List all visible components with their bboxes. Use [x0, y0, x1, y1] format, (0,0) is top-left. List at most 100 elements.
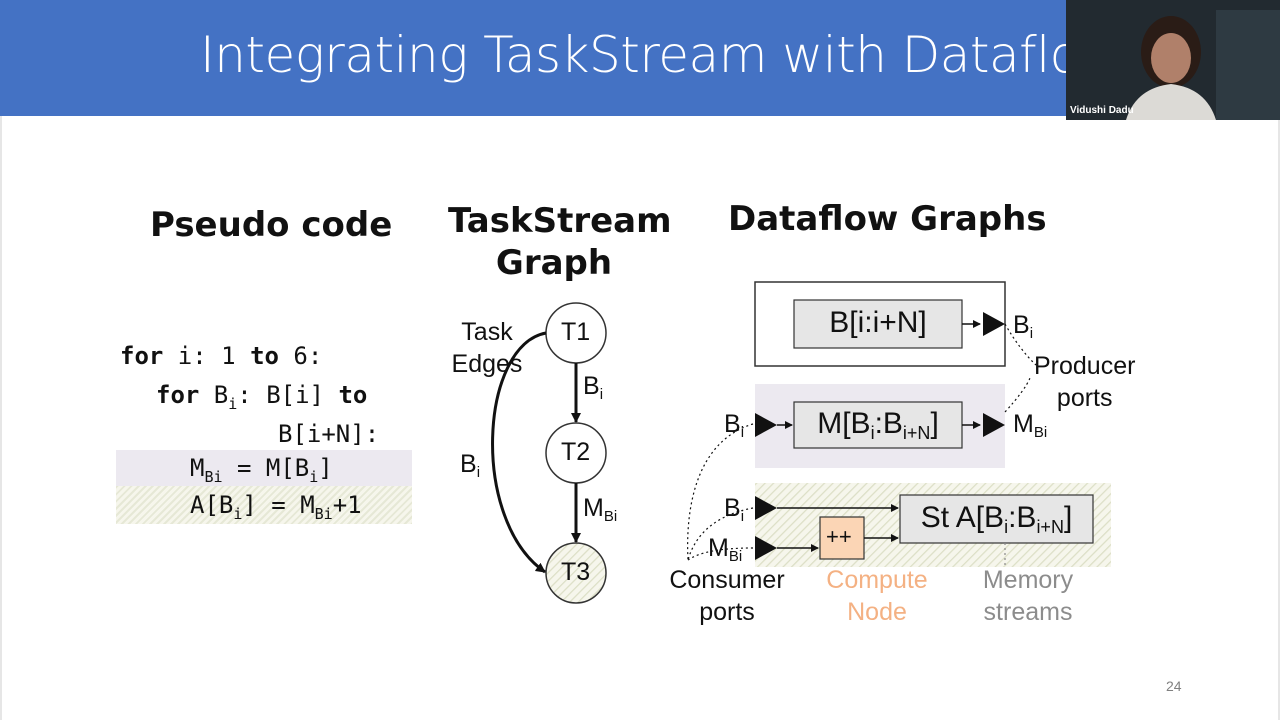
code-line-4: MBi = M[Bi] — [190, 454, 333, 486]
task-node-t2-label: T2 — [561, 438, 591, 466]
compute-node-callout: Compute Node — [812, 564, 942, 628]
label-base: B — [724, 494, 741, 522]
consumer-port-2 — [755, 413, 777, 437]
page-number: 24 — [1166, 678, 1182, 694]
label-base: B — [1013, 311, 1030, 339]
compute-node-box — [819, 516, 865, 560]
dataflow-heading: Dataflow Graphs — [728, 199, 1047, 239]
store-node-box — [899, 494, 1094, 544]
load-node-box — [793, 299, 963, 349]
presenter-name: Vidushi Dadu — [1070, 105, 1134, 116]
presenter-silhouette — [1066, 0, 1280, 120]
code-subscript: i — [233, 504, 243, 523]
label-sub: i — [1029, 325, 1034, 342]
compute-line1: Compute — [826, 566, 928, 594]
label-sub: i — [599, 386, 604, 403]
label-base: St A[B — [920, 501, 1005, 534]
consumer-callout-2 — [687, 507, 754, 561]
consumer-callout-3 — [687, 547, 754, 561]
label-base: B — [724, 410, 741, 438]
edge-t2-t3-label: MBi — [583, 494, 617, 525]
label-base: :B — [874, 407, 903, 440]
pseudo-code-heading: Pseudo code — [150, 205, 393, 245]
label-base: ] — [1063, 501, 1073, 534]
compute-node-label: ++ — [826, 524, 852, 549]
title-bar: Integrating TaskStream with Dataflow — [0, 0, 1121, 116]
code-line-5: A[Bi] = MBi+1 — [190, 491, 362, 523]
label-base: B — [460, 450, 477, 478]
keyword-for: for — [156, 381, 200, 409]
label-base: B — [583, 372, 600, 400]
label-base: :B — [1008, 501, 1037, 534]
code-highlight-compute — [116, 486, 412, 524]
code-text: +1 — [332, 491, 362, 519]
code-text: B — [199, 381, 229, 409]
code-text: ] — [318, 454, 333, 482]
compute-line2: Node — [847, 598, 907, 626]
task-edges-line1: Task — [461, 318, 513, 346]
task-node-t1-label: T1 — [561, 318, 591, 346]
task-edges-line2: Edges — [451, 350, 523, 378]
code-text: = M[B — [222, 454, 310, 482]
code-line-1: for i: 1 to 6: — [120, 342, 322, 370]
label-sub: i — [476, 464, 481, 481]
consumer-port-3b — [755, 536, 777, 560]
producer-callout-2 — [1004, 377, 1031, 413]
code-subscript: i — [309, 467, 319, 486]
edge-t1-t3-label: Bi — [460, 450, 480, 481]
consumer-callout-1 — [687, 423, 754, 561]
label-base: M[B — [817, 407, 871, 440]
taskstream-heading-line1: TaskStream — [448, 201, 672, 241]
box2-output-label: MBi — [1013, 410, 1047, 441]
slide-left-edge — [0, 116, 2, 720]
consumer-line1: Consumer — [669, 566, 785, 594]
code-text: i: 1 — [163, 342, 251, 370]
box2-input-label: Bi — [724, 410, 744, 441]
keyword-to: to — [250, 342, 279, 370]
label-sub: i+N — [902, 423, 931, 443]
code-subscript: Bi — [204, 467, 223, 486]
code-subscript: i — [228, 394, 238, 413]
label-sub: Bi — [1033, 424, 1048, 441]
label-base: M — [1013, 410, 1034, 438]
label-base: ] — [930, 407, 939, 440]
code-line-2: for Bi: B[i] to — [156, 381, 367, 413]
memory-streams-callout: Memory streams — [966, 564, 1090, 628]
producer-ports-label: Producer ports — [1034, 350, 1135, 414]
taskstream-heading: TaskStream Graph — [448, 200, 672, 284]
box3-input1-label: Bi — [724, 494, 744, 525]
keyword-to: to — [338, 381, 368, 409]
box3-input2-label: MBi — [708, 534, 742, 565]
code-subscript: Bi — [314, 504, 333, 523]
code-text: M — [190, 454, 205, 482]
label-sub: i — [870, 423, 875, 443]
code-text: : B[i] — [237, 381, 339, 409]
taskstream-heading-line2: Graph — [495, 243, 613, 283]
producer-port-2 — [983, 413, 1005, 437]
edge-t1-t3 — [491, 331, 547, 574]
consumer-ports-label: Consumer ports — [660, 564, 794, 628]
store-node-label: St A[Bi:Bi+N] — [900, 501, 1093, 538]
keyword-for: for — [120, 342, 164, 370]
label-sub: i+N — [1036, 517, 1064, 537]
code-text: 6: — [278, 342, 323, 370]
code-line-3: B[i+N]: — [278, 420, 380, 448]
label-sub: i — [740, 508, 745, 525]
slide-title: Integrating TaskStream with Dataflow — [200, 26, 1121, 84]
producer-line1: Producer — [1034, 352, 1136, 380]
label-base: M — [708, 534, 729, 562]
memory-line1: Memory — [982, 566, 1074, 594]
code-text: ] = M — [242, 491, 315, 519]
label-sub: i — [1004, 517, 1009, 537]
label-sub: Bi — [603, 508, 618, 525]
consumer-line2: ports — [699, 598, 755, 626]
producer-line2: ports — [1056, 384, 1113, 412]
box1-output-label: Bi — [1013, 311, 1033, 342]
label-base: M — [583, 494, 604, 522]
label-sub: Bi — [728, 548, 743, 565]
gather-node-label: M[Bi:Bi+N] — [794, 407, 962, 444]
webcam-video: Vidushi Dadu — [1066, 0, 1280, 120]
producer-port-1 — [983, 312, 1005, 336]
label-sub: i — [740, 424, 745, 441]
edge-t1-t2-label: Bi — [583, 372, 603, 403]
